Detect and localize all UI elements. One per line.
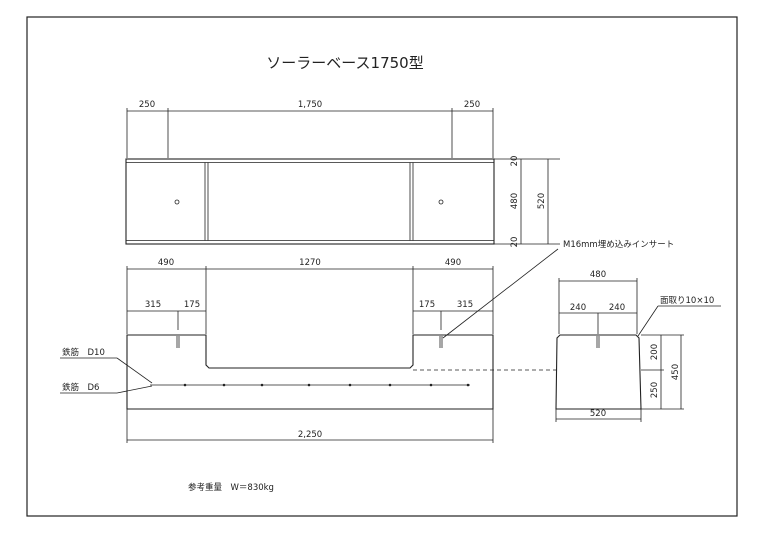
side-dim-top-left: 240: [570, 303, 586, 313]
plan-dim-edge-bottom: 20: [510, 237, 520, 248]
plan-dim-edge-top: 20: [510, 156, 520, 167]
rebar-point: [429, 383, 433, 387]
rebar-point: [466, 383, 470, 387]
front-view: [60, 248, 559, 443]
side-dim-bottom-width: 520: [590, 409, 606, 419]
front-dim-left-top: 490: [158, 258, 174, 268]
rebar-point: [183, 383, 187, 387]
plan-dim-center: 1,750: [298, 100, 322, 110]
insert-label: M16mm埋め込みインサート: [563, 239, 674, 250]
front-dim-right-inner: 175: [419, 300, 435, 310]
side-dim-upper-height: 200: [650, 344, 660, 360]
plan-dim-total-height: 520: [537, 193, 547, 209]
front-dim-right-outer: 315: [457, 300, 473, 310]
side-view: [555, 278, 721, 422]
front-dim-center-top: 1270: [299, 258, 321, 268]
front-dim-left-inner: 175: [184, 300, 200, 310]
plan-dim-mid: 480: [510, 193, 520, 209]
rebar-point: [307, 383, 311, 387]
rebar-d10-label: 鉄筋 D10: [62, 347, 105, 358]
side-dim-top-width: 480: [590, 270, 606, 280]
front-dim-total-width: 2,250: [298, 430, 322, 440]
plan-dim-left: 250: [139, 100, 155, 110]
insert-hole-right: [438, 199, 444, 205]
side-dim-lower-height: 250: [650, 382, 660, 398]
rebar-point: [260, 383, 264, 387]
plan-dim-right: 250: [464, 100, 480, 110]
weight-note: 参考重量 W＝830kg: [188, 482, 274, 493]
insert-hole-left: [174, 199, 180, 205]
front-dim-right-top: 490: [445, 258, 461, 268]
rebar-d6-label: 鉄筋 D6: [62, 382, 99, 393]
plan-view: [125, 108, 560, 245]
drawing-border: [26, 16, 738, 517]
front-dim-left-outer: 315: [145, 300, 161, 310]
drawing-title: ソーラーベース1750型: [266, 54, 423, 72]
rebar-point: [388, 383, 392, 387]
rebar-points: [183, 383, 470, 387]
rebar-point: [348, 383, 352, 387]
chamfer-label: 面取り10×10: [660, 296, 714, 306]
side-dim-top-right: 240: [609, 303, 625, 313]
rebar-point: [222, 383, 226, 387]
side-dim-total-height: 450: [671, 364, 681, 380]
